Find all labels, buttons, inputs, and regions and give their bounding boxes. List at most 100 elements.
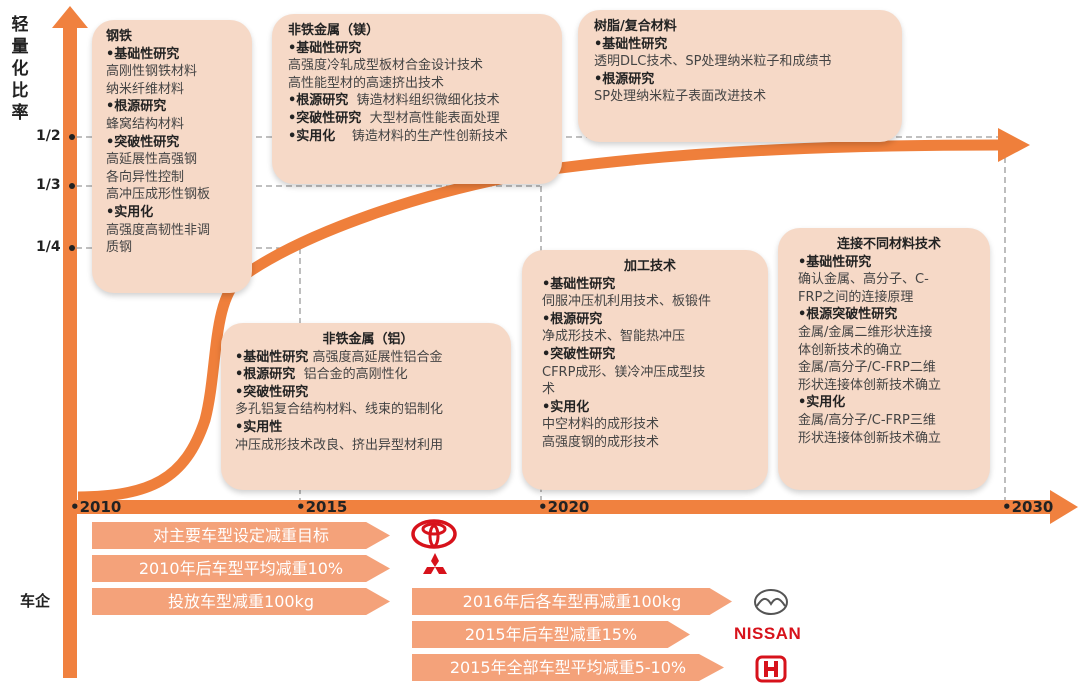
card-line-heading: •根源突破性研究 (798, 307, 898, 323)
card-line: •根源研究 铝合金的高刚性化 (235, 366, 501, 384)
y-axis-label-char: 量 (11, 37, 29, 57)
card-line-heading: •实用化 (798, 395, 846, 411)
card-line-heading: •根源研究 (594, 71, 655, 87)
card-line: 多孔铝复合结构材料、线束的铝制化 (235, 402, 444, 418)
y-tick-1-2: 1/2 (36, 128, 61, 144)
card-line: 高强度钢的成形技术 (542, 434, 660, 450)
card-line-heading: •基础性研究 (288, 40, 362, 56)
card-line: 高性能型材的高速挤出技术 (288, 75, 445, 91)
card-line: •根源研究 (542, 311, 758, 329)
toyota-logo-icon (411, 519, 457, 549)
card-line: 各向异性控制 (106, 169, 185, 185)
card-line: •根源研究 (106, 99, 167, 115)
card-line: •基础性研究 高强度高延展性铝合金 (235, 349, 501, 367)
card-line-text: 铝合金的高刚性化 (295, 367, 408, 383)
mazda-logo-icon (754, 589, 788, 615)
card-line: •实用化 铸造材料的生产性创新技术 (288, 128, 552, 146)
banner-mitsubishi: 2010年后车型平均减重10% (92, 555, 390, 582)
card-joining: 连接不同材料技术•基础性研究确认金属、高分子、C-FRP之间的连接原理•根源突破… (778, 228, 990, 490)
card-processing: 加工技术•基础性研究伺服冲压机利用技术、板锻件•根源研究净成形技术、智能热冲压•… (522, 250, 768, 490)
card-line-heading: •基础性研究 (542, 276, 616, 292)
card-line: •实用化 (106, 204, 154, 220)
card-line: SP处理纳米粒子表面改进技术 (594, 89, 767, 105)
card-line: 伺服冲压机利用技术、板锻件 (542, 294, 712, 310)
card-line: 金属/高分子/C-FRP三维 (798, 412, 936, 428)
card-line: •实用性 (235, 419, 501, 437)
banner-mazda: 2016年后各车型再减重100kg (412, 588, 732, 615)
card-line: 蜂窝结构材料 (106, 116, 185, 132)
mitsubishi-logo-icon (423, 553, 447, 574)
banner-toyota: 对主要车型设定减重目标 (92, 522, 390, 549)
y-axis-arrow (52, 6, 88, 678)
card-line-heading: •基础性研究 (798, 254, 872, 270)
card-line: 高强度高韧性非调 (106, 222, 211, 238)
card-title: 非铁金属（铝） (322, 332, 414, 347)
card-line-text: 铸造材料的生产性创新技术 (335, 128, 508, 144)
card-line: •实用化 (542, 399, 758, 417)
card-line: •基础性研究 (798, 254, 980, 272)
card-line: 净成形技术、智能热冲压 (542, 329, 686, 345)
card-line: 高刚性钢铁材料 (106, 64, 198, 80)
banner-honda: 2015年全部车型平均减重5-10% (412, 654, 724, 681)
card-line: •突破性研究 大型材高性能表面处理 (288, 110, 552, 128)
card-line: 质钢 (106, 240, 133, 256)
card-line: •根源突破性研究 (798, 306, 980, 324)
card-line-heading: •实用性 (235, 419, 283, 435)
banner-nissan: 2015年后车型减重15% (412, 621, 690, 648)
x-year-2020: •2020 (538, 498, 590, 516)
card-line-heading: •突破性研究 (235, 384, 309, 400)
card-line: •突破性研究 (106, 134, 180, 150)
card-title: 加工技术 (623, 259, 676, 274)
card-line-heading: •基础性研究 (594, 36, 668, 52)
card-line: 透明DLC技术、SP处理纳米粒子和成绩书 (594, 54, 832, 70)
card-line: •根源研究 铸造材料组织微细化技术 (288, 92, 552, 110)
card-line-heading: •根源研究 (235, 367, 296, 383)
card-line-text: 高强度高延展性铝合金 (308, 349, 443, 365)
card-magnesium: 非铁金属（镁）•基础性研究高强度冷轧成型板材合金设计技术高性能型材的高速挤出技术… (272, 14, 562, 184)
card-line-heading: •实用化 (542, 399, 590, 415)
growth-curve-arrowhead (998, 128, 1030, 162)
card-line-heading: •突破性研究 (288, 110, 362, 126)
card-title: 钢铁 (106, 29, 133, 44)
card-line: 高延展性高强钢 (106, 152, 198, 168)
card-line: •基础性研究 (106, 46, 180, 62)
card-line: 确认金属、高分子、C- (798, 272, 929, 288)
card-line: 体创新技术的确立 (798, 342, 903, 358)
card-steel: 钢铁 •基础性研究高刚性钢铁材料纳米纤维材料 •根源研究蜂窝结构材料 •突破性研究高延… (92, 20, 252, 293)
card-line-text: 铸造材料组织微细化技术 (348, 93, 500, 109)
y-tick-1-3: 1/3 (36, 177, 61, 193)
y-axis-label-char: 化 (11, 59, 29, 79)
card-line: 形状连接体创新技术确立 (798, 377, 942, 393)
card-line: •基础性研究 (594, 36, 892, 54)
card-title: 树脂/复合材料 (594, 19, 677, 34)
y-axis-label: 轻 量 化 比 率 (8, 14, 32, 124)
card-title: 非铁金属（镁） (288, 23, 380, 38)
card-line: •突破性研究 (235, 384, 501, 402)
card-line: 冲压成形技术改良、挤出异型材利用 (235, 437, 444, 453)
card-line: 金属/高分子/C-FRP二维 (798, 360, 936, 376)
card-line: •突破性研究 (542, 346, 758, 364)
card-aluminum: 非铁金属（铝） •基础性研究 高强度高延展性铝合金•根源研究 铝合金的高刚性化•突… (221, 323, 511, 490)
card-line: 形状连接体创新技术确立 (798, 430, 942, 446)
card-line: •根源研究 (594, 71, 892, 89)
card-line: 纳米纤维材料 (106, 81, 185, 97)
card-line-text: 大型材高性能表面处理 (361, 110, 500, 126)
card-line: 中空材料的成形技术 (542, 417, 660, 433)
card-line-heading: •根源研究 (542, 311, 603, 327)
y-axis-label-char: 比 (11, 81, 29, 101)
honda-logo-icon (755, 655, 787, 683)
y-axis-label-char: 率 (11, 103, 29, 123)
card-line: CFRP成形、镁冷冲压成型技 (542, 364, 706, 380)
banner-general: 投放车型减重100kg (92, 588, 390, 615)
x-year-2015: •2015 (296, 498, 348, 516)
x-axis-arrow (70, 490, 1078, 524)
card-line: •基础性研究 (542, 276, 758, 294)
card-title: 连接不同材料技术 (836, 237, 941, 252)
card-line: 高冲压成形性钢板 (106, 187, 211, 203)
automaker-label: 车企 (20, 592, 51, 610)
card-line: •基础性研究 (288, 40, 552, 58)
card-resin: 树脂/复合材料 •基础性研究透明DLC技术、SP处理纳米粒子和成绩书•根源研究 SP… (578, 10, 902, 142)
nissan-logo-icon: NISSAN (734, 624, 802, 643)
card-line: 术 (542, 382, 556, 398)
card-line-heading: •根源研究 (288, 93, 349, 109)
